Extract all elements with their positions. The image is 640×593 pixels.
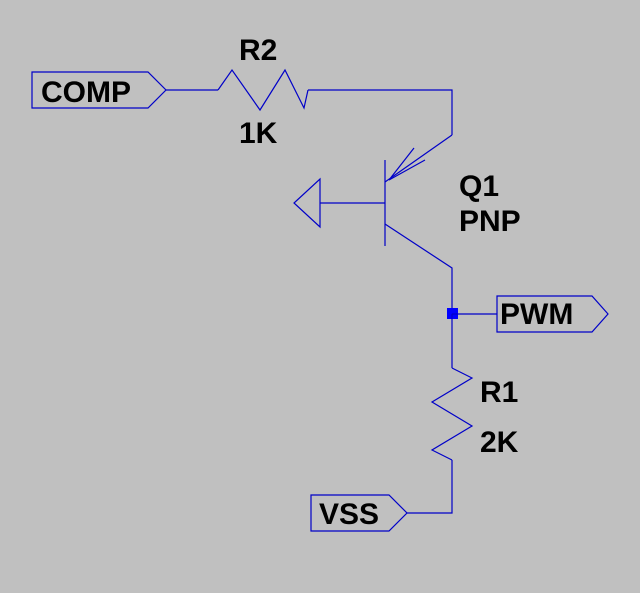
vss-net-flag[interactable]: VSS [310,494,408,532]
resistor-r1[interactable]: R1 2K [430,367,519,461]
wire-r1-to-vss [407,460,453,514]
vss-net-label: VSS [319,498,379,531]
r1-reference-label: R1 [480,376,518,409]
r2-value-label: 1K [239,117,278,150]
transistor-q1[interactable]: Q1 PNP [320,134,521,314]
pwm-net-flag[interactable]: PWM [496,295,609,333]
resistor-r2[interactable]: R2 1K [217,34,309,150]
r2-reference-label: R2 [239,34,277,67]
comp-net-label: COMP [41,76,131,109]
q1-reference-label: Q1 [459,170,499,203]
q1-emitter-lead [384,134,453,183]
q1-type-label: PNP [459,205,521,238]
q1-collector-lead [384,223,453,314]
pwm-net-label: PWM [500,298,573,331]
ground-symbol-icon [293,177,321,229]
comp-net-flag[interactable]: COMP [31,71,167,109]
wire-r2-to-q1-emitter [308,89,453,135]
r1-value-label: 2K [480,426,519,459]
q1-emitter-arrow [388,147,426,181]
